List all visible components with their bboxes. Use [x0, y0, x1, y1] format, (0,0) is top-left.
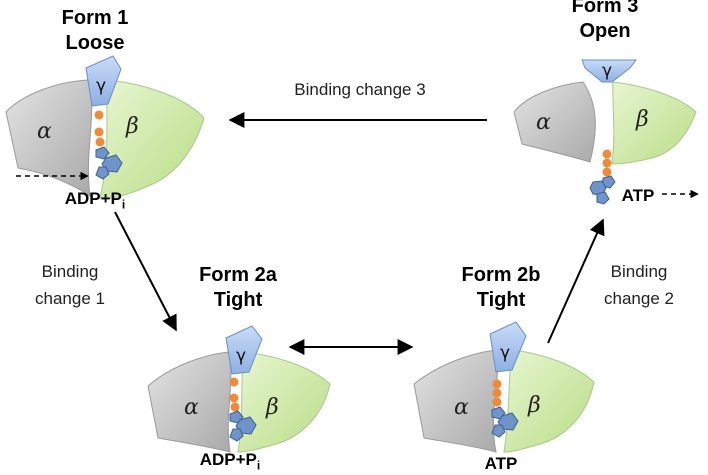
form-3-nucleotide-label: ATP: [621, 186, 655, 205]
alpha-subunit: [147, 351, 232, 453]
form-2b-nucleotide-label: ATP: [484, 454, 518, 473]
atp-molecule: [589, 149, 616, 205]
binding-change-3-label: Binding change 3: [294, 80, 426, 99]
binding-change-2-arrow: [547, 218, 605, 344]
beta-label: β: [125, 114, 139, 139]
beta-label: β: [265, 395, 279, 420]
alpha-subunit: [513, 81, 596, 163]
form-3-enzyme: γ α β: [513, 59, 697, 205]
form-2a-nucleotide-label: ADP+Pi: [199, 450, 261, 473]
gamma-label: γ: [500, 343, 510, 363]
gamma-label: γ: [602, 61, 612, 81]
gamma-subunit: [85, 55, 122, 107]
gamma-subunit: [489, 321, 527, 373]
beta-label: β: [527, 393, 541, 418]
binding-change-1-arrow: [114, 211, 177, 332]
adp-pi-molecule: [94, 110, 123, 180]
gamma-label: γ: [236, 346, 246, 366]
form-2a-enzyme: γ α β: [147, 325, 331, 453]
adp-pi-molecule: [229, 377, 257, 442]
alpha-label: α: [37, 119, 52, 144]
form-1-nucleotide-label: ADP+Pi: [64, 189, 126, 212]
gamma-label: γ: [96, 76, 106, 96]
beta-subunit: [99, 79, 205, 199]
atp-molecule: [491, 379, 519, 438]
alpha-label: α: [454, 395, 469, 420]
alpha-subunit: [5, 79, 93, 198]
form-2b-enzyme: γ α β: [413, 321, 595, 453]
beta-label: β: [635, 107, 649, 132]
gamma-subunit: [581, 59, 637, 83]
form-1-enzyme: γ α β: [5, 55, 205, 199]
alpha-label: α: [184, 395, 199, 420]
gamma-subunit: [225, 325, 263, 375]
beta-subunit: [503, 349, 595, 453]
beta-subunit: [611, 81, 697, 165]
alpha-label: α: [536, 110, 551, 135]
beta-subunit: [237, 351, 331, 453]
